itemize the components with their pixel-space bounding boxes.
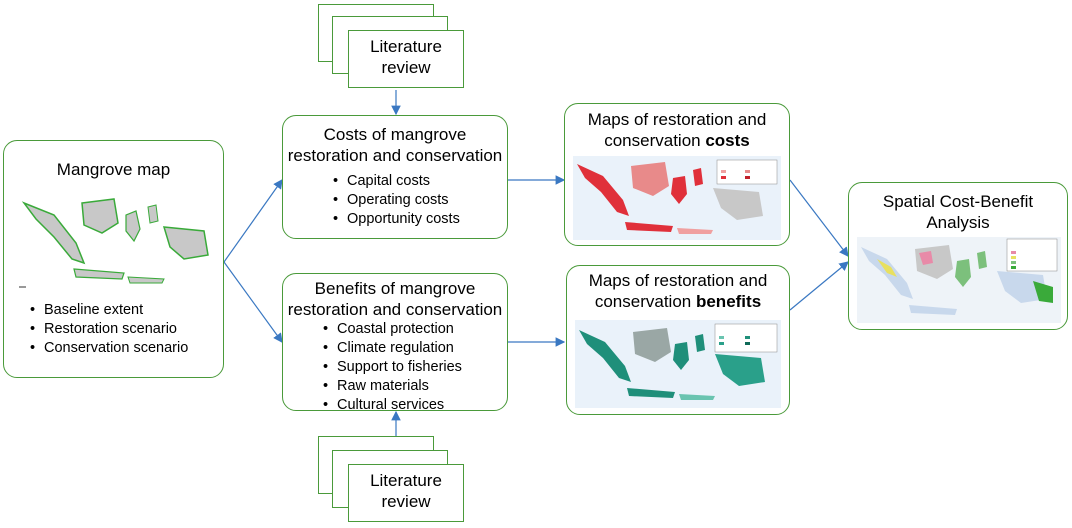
costs-list: Capital costs Operating costs Opportunit… [333, 172, 460, 229]
benefits-box: Benefits of mangrove restoration and con… [282, 273, 508, 415]
list-item: Conservation scenario [30, 339, 188, 358]
literature-review-bottom-label: Literature review [370, 471, 442, 511]
benefit-maps-box: Maps of restoration and conservation ben… [566, 265, 790, 415]
arrow-map-to-costs [223, 179, 283, 263]
arrow-map-to-benefits [223, 261, 283, 343]
literature-review-top-label: Literature review [370, 37, 442, 77]
list-item: Raw materials [323, 377, 462, 396]
document-front [348, 464, 464, 522]
mangrove-map-box: Mangrove map Baseline extent Restoration… [3, 140, 224, 378]
literature-review-top: Literature review [318, 0, 468, 92]
benefits-list: Coastal protection Climate regulation Su… [323, 320, 462, 415]
list-item: Support to fisheries [323, 358, 462, 377]
list-item: Cultural services [323, 396, 462, 415]
mangrove-map-image [14, 185, 214, 295]
benefits-box-title: Benefits of mangrove restoration and con… [287, 279, 503, 319]
list-item: Capital costs [333, 172, 460, 191]
list-item: Operating costs [333, 191, 460, 210]
cba-box: Spatial Cost-Benefit Analysis [848, 182, 1068, 330]
costs-box-title: Costs of mangrove restoration and conser… [287, 125, 503, 165]
arrow-benefitmaps-to-cba [789, 261, 849, 311]
document-front [348, 30, 464, 88]
cba-title: Spatial Cost-Benefit Analysis [882, 192, 1034, 232]
literature-review-bottom: Literature review [318, 436, 468, 528]
benefit-map-image [575, 320, 781, 408]
mangrove-map-title: Mangrove map [56, 160, 171, 179]
arrow-costmaps-to-cba [789, 179, 849, 257]
list-item: Baseline extent [30, 301, 188, 320]
list-item: Climate regulation [323, 339, 462, 358]
mangrove-map-list: Baseline extent Restoration scenario Con… [30, 301, 188, 358]
list-item: Opportunity costs [333, 210, 460, 229]
benefit-maps-title: Maps of restoration and conservation ben… [588, 271, 768, 311]
list-item: Coastal protection [323, 320, 462, 339]
cost-maps-box: Maps of restoration and conservation cos… [564, 103, 790, 246]
cost-maps-title: Maps of restoration and conservation cos… [587, 110, 767, 150]
list-item: Restoration scenario [30, 320, 188, 339]
costs-box: Costs of mangrove restoration and conser… [282, 115, 508, 239]
cost-map-image [573, 156, 781, 240]
cba-map-image [857, 237, 1061, 323]
